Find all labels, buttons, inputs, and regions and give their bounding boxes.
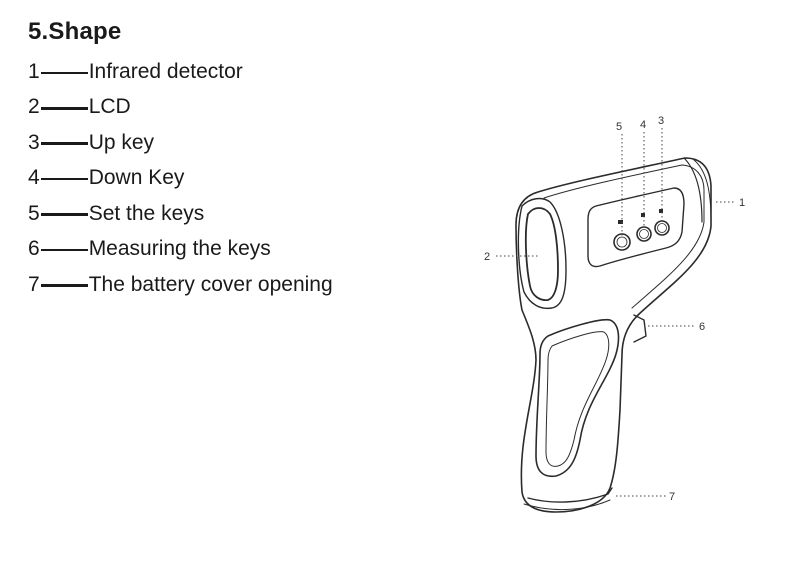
- part-item-up-key: 3 Up key: [28, 125, 333, 161]
- part-label: Up key: [88, 130, 155, 154]
- thermometer-figure: 1 2 3 4 5 6 7: [470, 110, 770, 530]
- part-label: Measuring the keys: [88, 237, 271, 261]
- part-number: 4: [28, 166, 40, 190]
- part-number: 5: [28, 201, 40, 225]
- set-key: [613, 233, 631, 251]
- part-dash: [40, 71, 88, 74]
- part-number: 7: [28, 272, 40, 296]
- part-item-set-keys: 5 Set the keys: [28, 196, 333, 232]
- set-key-symbol: [618, 220, 623, 224]
- part-label: Infrared detector: [88, 59, 243, 83]
- battery-cover: [527, 487, 613, 503]
- key-panel: [587, 187, 685, 268]
- callout-leaders: [496, 128, 736, 497]
- section-title: 5.Shape: [28, 18, 122, 45]
- grip-outline: [535, 318, 620, 478]
- grip-inner: [545, 331, 610, 467]
- down-key: [636, 226, 652, 242]
- callout-2: 2: [484, 251, 490, 263]
- detector-band-outer: [693, 159, 712, 221]
- part-number: 2: [28, 95, 40, 119]
- callout-4: 4: [640, 119, 646, 131]
- measure-trigger: [633, 314, 647, 343]
- part-item-infrared-detector: 1 Infrared detector: [28, 54, 333, 90]
- thermometer-body-inner: [543, 164, 705, 309]
- part-label: Down Key: [88, 166, 185, 190]
- down-key-symbol: [641, 213, 645, 217]
- callout-6: 6: [699, 321, 705, 333]
- callout-7: 7: [669, 491, 675, 503]
- parts-list: 1 Infrared detector 2 LCD 3 Up key 4 Dow…: [28, 54, 333, 303]
- part-number: 1: [28, 59, 40, 83]
- part-dash: [40, 284, 88, 288]
- part-number: 6: [28, 237, 40, 261]
- part-dash: [40, 178, 88, 181]
- up-key-symbol: [659, 209, 663, 213]
- part-label: LCD: [88, 95, 131, 119]
- lcd-bezel: [517, 197, 567, 310]
- part-label: The battery cover opening: [88, 272, 333, 296]
- part-dash: [40, 213, 88, 217]
- part-number: 3: [28, 130, 40, 154]
- part-item-battery-cover: 7 The battery cover opening: [28, 267, 333, 303]
- detector-band: [683, 157, 703, 223]
- part-dash: [40, 106, 88, 110]
- part-item-lcd: 2 LCD: [28, 90, 333, 126]
- part-label: Set the keys: [88, 201, 205, 225]
- part-dash: [40, 249, 88, 252]
- part-item-measuring-keys: 6 Measuring the keys: [28, 232, 333, 268]
- lcd-screen: [524, 207, 559, 301]
- thermometer-illustration: 1 2 3 4 5 6 7: [484, 115, 745, 513]
- callout-1: 1: [739, 197, 745, 209]
- part-dash: [40, 142, 88, 146]
- callout-3: 3: [658, 115, 664, 127]
- part-item-down-key: 4 Down Key: [28, 161, 333, 197]
- callout-5: 5: [616, 121, 622, 133]
